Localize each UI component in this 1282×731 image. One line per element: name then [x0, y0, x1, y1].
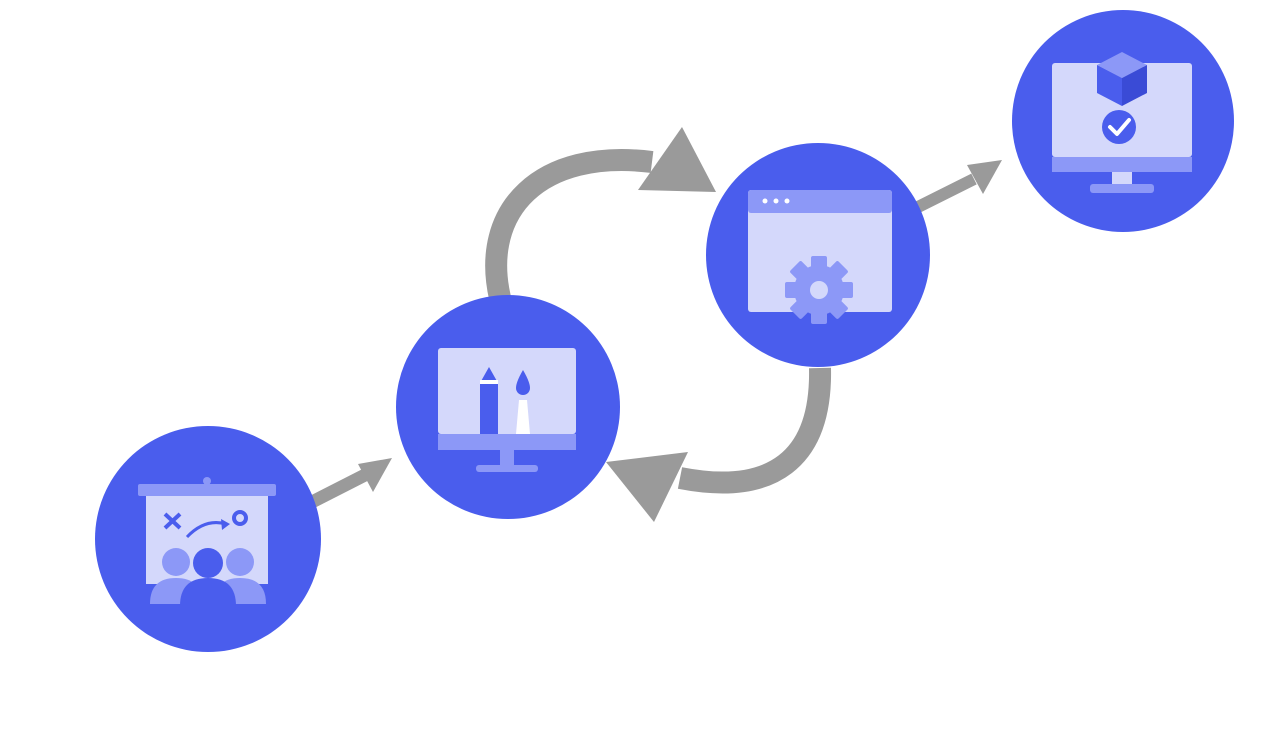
node-develop — [706, 143, 930, 367]
node-plan — [95, 426, 321, 652]
arrow-design-to-develop — [485, 127, 716, 301]
presentation-board-icon — [138, 477, 276, 606]
package-box-icon — [1097, 52, 1147, 106]
arrow-plan-to-design — [309, 458, 392, 508]
monitor-package-check-icon — [1052, 52, 1192, 193]
node-deploy — [1012, 10, 1234, 232]
browser-gear-icon — [748, 190, 892, 324]
arrow-develop-to-deploy — [913, 160, 1002, 214]
node-design — [396, 295, 620, 519]
arrow-develop-to-design — [606, 367, 832, 522]
gear-icon — [785, 256, 853, 324]
design-monitor-icon — [438, 348, 576, 472]
check-badge-icon — [1098, 106, 1140, 148]
